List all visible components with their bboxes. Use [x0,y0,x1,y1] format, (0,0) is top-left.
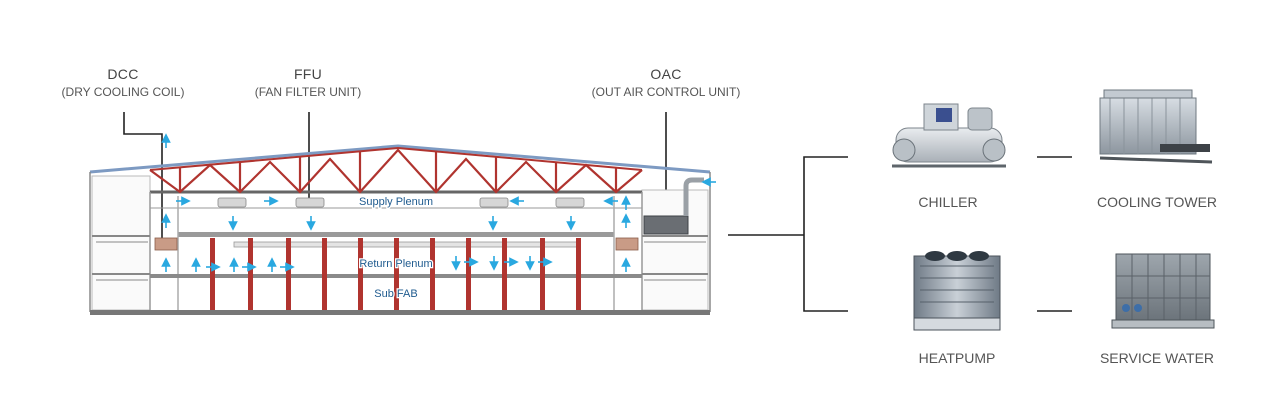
oac-duct [683,177,704,216]
ffu-subtitle: (FAN FILTER UNIT) [254,85,362,99]
ffu-callout: FFU (FAN FILTER UNIT) [246,66,370,99]
sub-fab-label: Sub FAB [374,288,417,300]
chiller-image [892,103,1006,168]
ffu-units [217,197,585,208]
structural-columns [210,238,581,310]
heatpump-image [913,251,1001,331]
airflow-arrows [161,133,716,272]
oac-unit [643,215,689,235]
oac-callout: OAC (OUT AIR CONTROL UNIT) [590,66,742,99]
plant-connections [728,156,1072,312]
oac-subtitle: (OUT AIR CONTROL UNIT) [591,85,741,99]
service-water-label: SERVICE WATER [1099,350,1215,366]
dcc-coil-left [154,237,178,251]
supply-plenum-label: Supply Plenum [359,196,433,208]
dcc-title: DCC [107,66,139,82]
dcc-subtitle: (DRY COOLING COIL) [61,85,185,99]
return-plenum-label: Return Plenum [359,258,432,270]
roof-truss [149,148,643,194]
dcc-coil-right [615,237,639,251]
cooling-tower-label: COOLING TOWER [1096,194,1218,210]
heatpump-label: HEATPUMP [918,350,996,366]
cooling-tower-image [1099,89,1213,164]
dcc-callout: DCC (DRY COOLING COIL) [58,66,188,99]
callout-leaders [123,112,667,238]
ffu-title: FFU [293,66,323,82]
service-water-tank-image [1111,253,1215,329]
fab-building [89,144,711,315]
oac-title: OAC [650,66,682,82]
roof-line [89,144,711,174]
chiller-label: CHILLER [918,194,978,210]
